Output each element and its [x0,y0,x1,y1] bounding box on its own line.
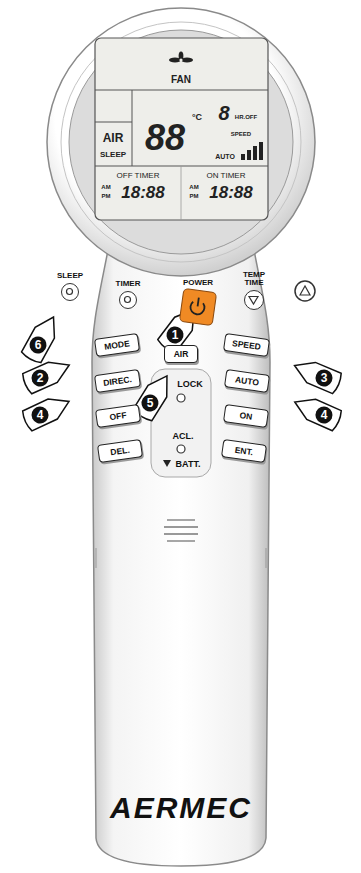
lcd-indicator: 88 [145,120,185,156]
callout-number: 6 [35,339,42,351]
lcd-divider [95,166,268,167]
callout-number: 3 [321,372,328,384]
button-label: LOCK [177,380,203,389]
lcd-indicator: AIR [103,132,124,144]
key-icon [120,292,135,307]
head-ring [61,22,301,262]
lcd-indicator: AM [189,184,198,190]
display-bezel [69,30,293,254]
lcd-divider [95,90,268,91]
lcd-divider [95,122,132,123]
function-button: DIREC. [93,369,140,393]
button-label: DEL. [110,445,130,456]
button-label: AIR [174,350,189,359]
function-button: MODE [94,333,140,357]
round-button: TEMP TIME [241,271,267,310]
key-icon [245,291,262,308]
lcd-indicator: SLEEP [100,151,126,159]
function-button: DEL. [97,439,143,463]
function-button: OFF [95,404,141,428]
lcd-indicator: 18:88 [121,184,164,201]
round-button: TIMER [116,280,141,309]
button-label: TIMER [116,280,141,288]
button-label: ON [239,411,253,421]
function-button: AIR [164,345,198,363]
callout-tags [21,303,343,432]
round-key [244,290,264,310]
lcd-indicator: ON TIMER [207,172,246,180]
lcd-divider [132,90,133,166]
button-label: ACL. [173,432,194,441]
lcd-indicator: FAN [171,75,191,85]
up-arrow-icon [300,286,310,295]
brand-logo: AERMEC [110,793,252,823]
lcd-indicator: PM [190,193,199,199]
lcd-indicator: HR.OFF [235,114,257,120]
button-label: POWER [183,279,213,287]
button-label: TEMP TIME [241,271,267,287]
side-marks [96,548,266,568]
lcd-divider [181,166,182,220]
callout-number: 4 [37,409,44,421]
lcd-indicator: 18:88 [209,184,252,201]
button-label: SPEED [231,339,261,351]
lcd-screen [95,38,268,220]
callout-number: 2 [37,372,44,384]
remote-head [47,8,315,276]
button-label: OFF [109,411,127,422]
button-label: BATT. [176,460,201,469]
power-button: POWER [181,279,215,324]
button-label: MODE [104,339,130,351]
speaker-slots [164,520,198,541]
power-icon [180,289,215,324]
function-button: ON [223,404,269,428]
round-key [119,291,137,309]
lock-button [177,394,185,402]
callout-number: 4 [321,409,328,421]
fan-icon [169,52,193,63]
button-label: DIREC. [102,375,132,387]
button-label: ENT. [234,446,253,457]
button-label: AUTO [235,375,260,387]
battery-arrow [163,460,171,467]
lcd-indicator: SPEED [231,131,251,137]
callout-number: 1 [172,329,179,341]
speed-bars [241,142,263,160]
button-label: SLEEP [57,272,83,280]
acl-button [177,445,185,453]
callout-number: 5 [147,397,154,409]
lcd-indicator: 8 [218,103,229,123]
function-button: AUTO [224,369,270,393]
temp-up-button [295,281,315,301]
function-button: SPEED [222,333,269,357]
lcd-indicator: OFF TIMER [117,172,160,180]
power-key [179,288,217,326]
round-key [61,283,79,301]
round-button: SLEEP [57,272,83,301]
function-button: ENT. [221,439,267,463]
lcd-indicator: PM [102,193,111,199]
key-icon [62,284,77,299]
lcd-indicator: AM [101,184,110,190]
lcd-indicator: AUTO [215,153,235,160]
remote-body [92,250,270,866]
lcd-indicator: °C [192,113,202,122]
